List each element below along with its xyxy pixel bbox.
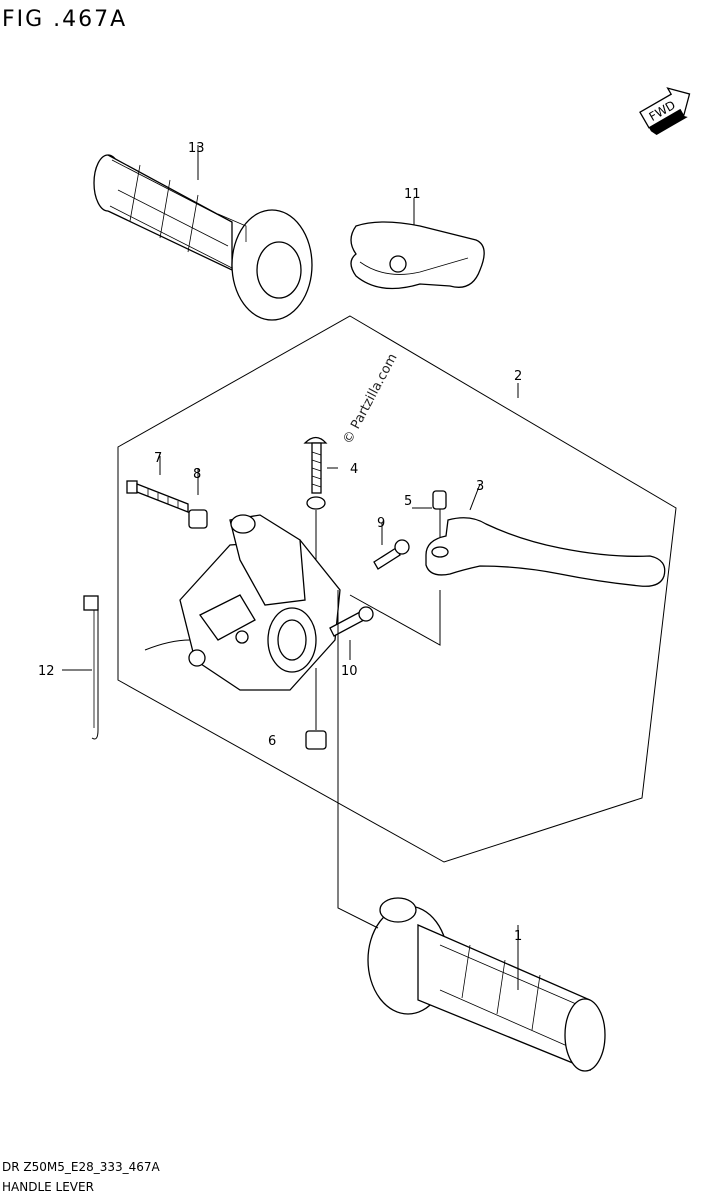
screw-part (303, 436, 328, 580)
callout-4: 4 (350, 462, 358, 477)
adjuster-bolt-part (373, 539, 410, 570)
grip-left-part (93, 154, 313, 321)
callout-12: 12 (38, 664, 55, 679)
callout-10: 10 (341, 664, 358, 679)
figure-code: DR Z50M5_E28_333_467A (2, 1160, 161, 1174)
callout-2: 2 (514, 369, 522, 384)
forward-arrow-icon: FWD (639, 87, 691, 135)
assembly-outline (117, 315, 677, 863)
callout-11: 11 (404, 187, 421, 202)
grip-right-part (367, 897, 606, 1072)
callout-7: 7 (154, 451, 162, 466)
figure-name: HANDLE LEVER (2, 1180, 94, 1194)
callout-5: 5 (404, 494, 412, 509)
callout-1: 1 (514, 929, 522, 944)
figure-title: FIG .467A (2, 7, 127, 32)
callout-6: 6 (268, 734, 276, 749)
bolt-part (126, 480, 189, 513)
lever-cover-part (350, 221, 485, 290)
pivot-bushing-part (432, 490, 447, 540)
cable-tie-part (83, 595, 99, 740)
lever-bracket-part (144, 514, 341, 691)
callout-3: 3 (476, 479, 484, 494)
callout-8: 8 (193, 467, 201, 482)
callout-9: 9 (377, 516, 385, 531)
watermark: © Partzilla.com (340, 351, 400, 447)
clutch-lever-part (425, 517, 666, 587)
bracket-nut-part (305, 668, 327, 750)
leader-lines (62, 145, 519, 990)
callout-13: 13 (188, 141, 205, 156)
nut-part (188, 509, 208, 529)
